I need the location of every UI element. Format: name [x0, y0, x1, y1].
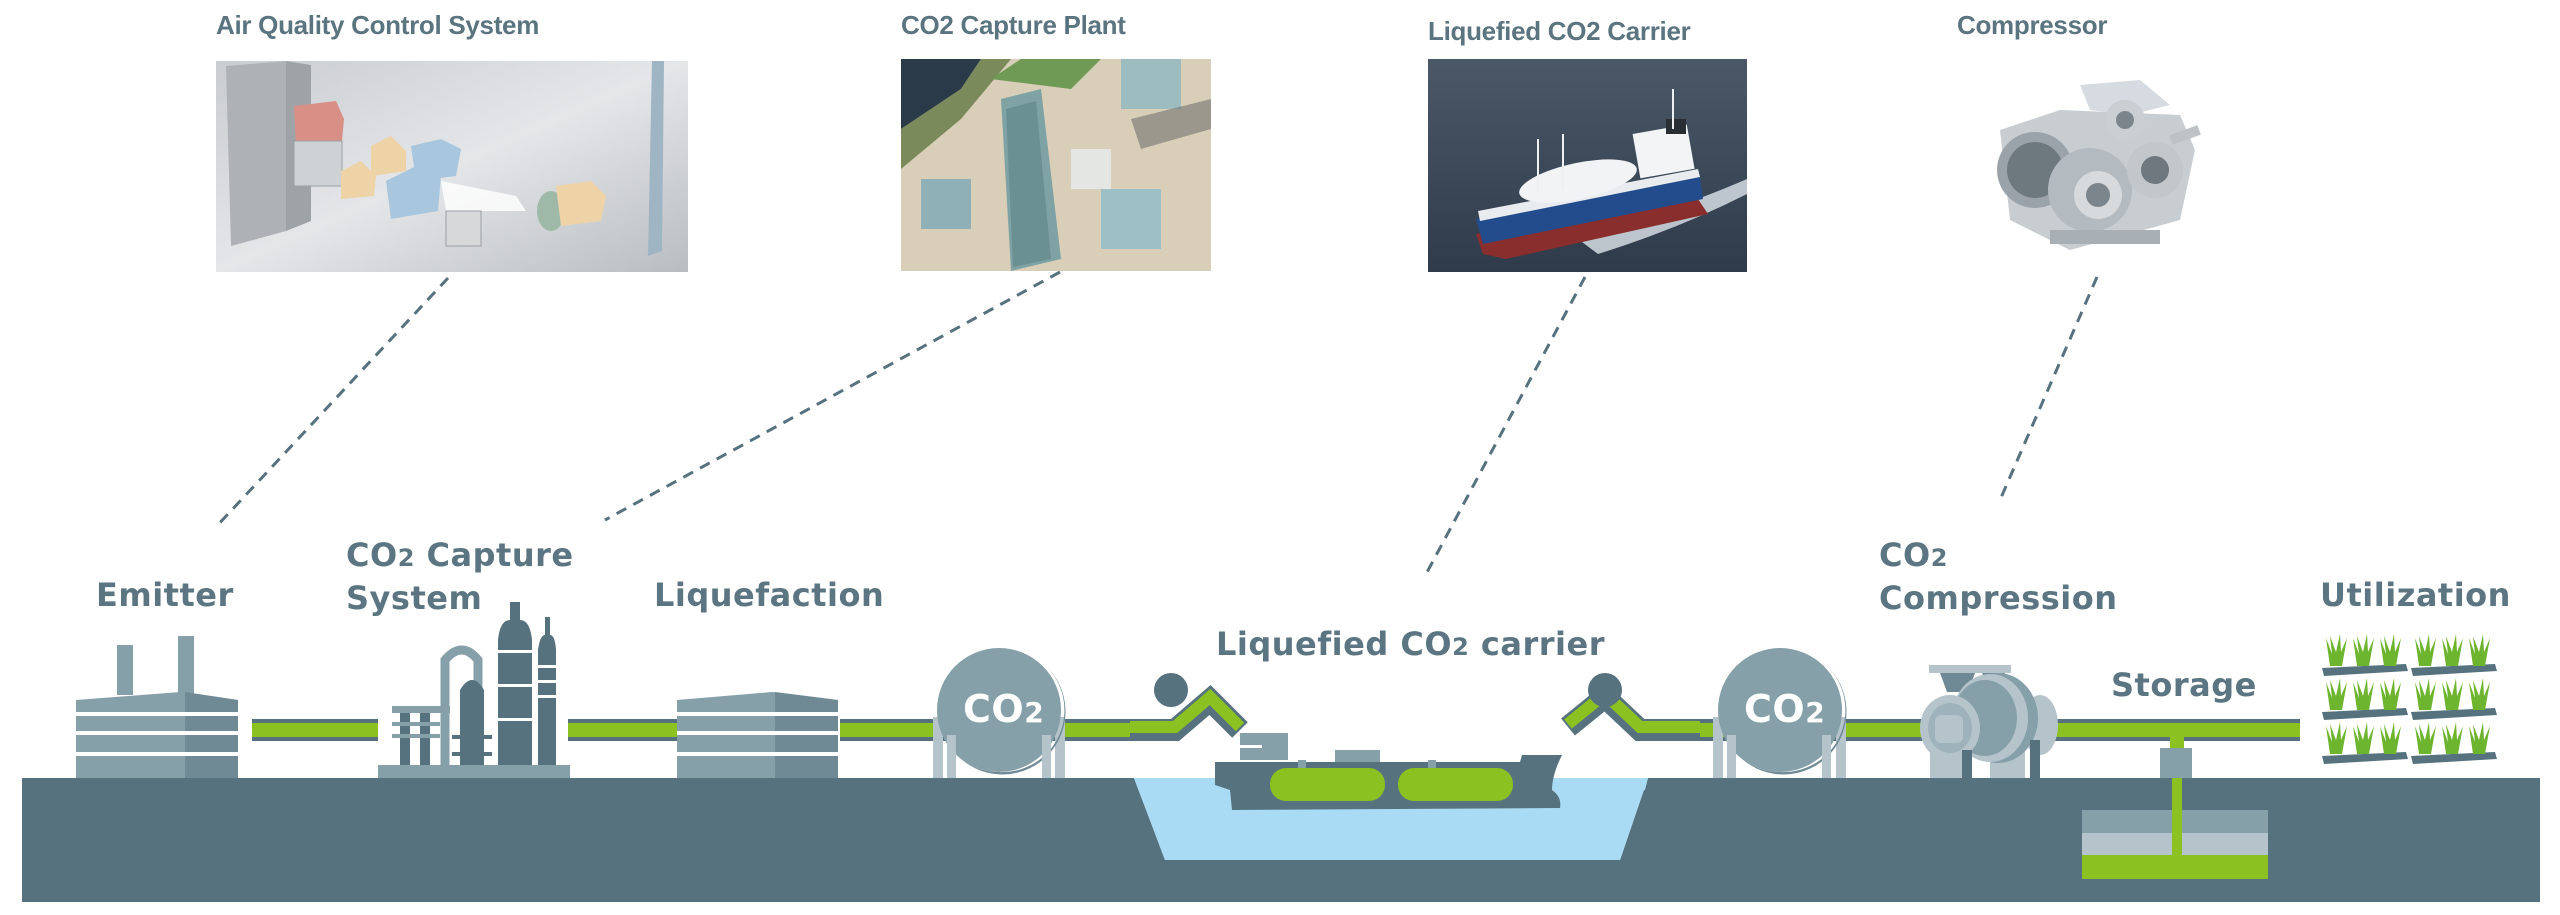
plant — [2380, 634, 2401, 666]
tank-right-co: CO — [1744, 687, 1806, 731]
photo-title-aqcs: Air Quality Control System — [216, 10, 540, 40]
label-capture-system: CO2 Capture System — [346, 535, 574, 618]
photo-title-carrier: Liquefied CO2 Carrier — [1428, 16, 1691, 46]
plant — [2353, 634, 2374, 666]
label-compression-sub: 2 — [1930, 544, 1948, 572]
ground — [22, 778, 2540, 902]
tank-label-right: CO2 — [1744, 689, 1825, 733]
plant-tray — [2411, 708, 2497, 720]
plant — [2442, 722, 2463, 754]
compressor-icon — [1920, 665, 2058, 778]
tank-left-sub: 2 — [1024, 696, 1045, 729]
plant — [2415, 722, 2436, 754]
label-capture-co: CO — [346, 536, 398, 574]
photo-title-capture-plant: CO2 Capture Plant — [901, 10, 1126, 40]
plant — [2326, 678, 2347, 710]
plant — [2469, 634, 2490, 666]
co2-tank-right-icon — [1713, 648, 1847, 778]
carrier-ship-icon — [1215, 733, 1562, 810]
plant-tray — [2411, 752, 2497, 764]
plant — [2442, 678, 2463, 710]
plant — [2469, 678, 2490, 710]
liquefaction-icon — [677, 692, 838, 778]
label-capture-word: Capture — [414, 536, 574, 574]
plant — [2326, 634, 2347, 666]
label-carrier-sub: 2 — [1452, 633, 1470, 661]
label-compression-line2: Compression — [1879, 579, 2118, 617]
label-emitter: Emitter — [96, 576, 234, 614]
capture-plant-photo — [901, 59, 1211, 271]
plant — [2469, 722, 2490, 754]
label-storage: Storage — [2111, 666, 2257, 704]
loading-arm-right-cap — [1588, 673, 1622, 707]
tank-left-co: CO — [963, 687, 1025, 731]
plant-tray — [2411, 664, 2497, 676]
aqcs-photo — [216, 61, 688, 272]
plant — [2442, 634, 2463, 666]
plant — [2380, 722, 2401, 754]
plant — [2415, 634, 2436, 666]
plant — [2353, 678, 2374, 710]
plant — [2353, 722, 2374, 754]
label-capture-sub: 2 — [397, 544, 415, 572]
label-carrier-post: carrier — [1469, 625, 1605, 663]
plant — [2326, 722, 2347, 754]
label-capture-line2: System — [346, 579, 483, 617]
label-carrier-pre: Liquefied CO — [1216, 625, 1453, 663]
capture-system-icon — [378, 602, 570, 778]
tank-right-sub: 2 — [1805, 696, 1826, 729]
carrier-photo — [1428, 59, 1747, 272]
label-liquefied-carrier: Liquefied CO2 carrier — [1216, 624, 1605, 667]
plant — [2380, 678, 2401, 710]
label-liquefaction: Liquefaction — [654, 576, 885, 614]
loading-arm-left-cap — [1154, 673, 1188, 707]
plant-tray — [2322, 664, 2408, 676]
plant-tray — [2322, 708, 2408, 720]
photo-title-compressor: Compressor — [1957, 10, 2108, 40]
compressor-photo — [1980, 70, 2220, 260]
label-compression-co: CO — [1879, 536, 1931, 574]
plant-tray — [2322, 752, 2408, 764]
co2-tank-left-icon — [933, 648, 1066, 778]
plant — [2415, 678, 2436, 710]
label-co2-compression: CO2 Compression — [1879, 535, 2118, 618]
emitter-icon — [76, 636, 238, 778]
utilization-plants-icon — [2322, 634, 2497, 764]
tank-label-left: CO2 — [963, 689, 1044, 733]
label-utilization: Utilization — [2320, 576, 2511, 614]
storage-reservoir-icon — [2082, 778, 2268, 879]
